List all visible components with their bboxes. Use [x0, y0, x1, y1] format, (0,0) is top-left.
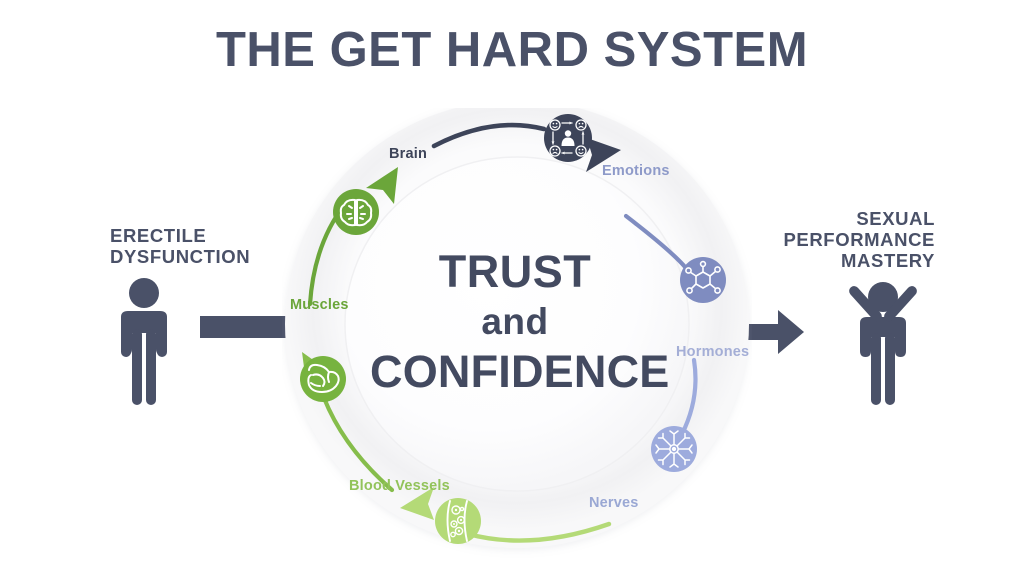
sexual-performance-mastery-caption: SEXUAL PERFORMANCE MASTERY — [783, 208, 935, 271]
center-line-3: CONFIDENCE — [370, 346, 670, 397]
node-label-blood-vessels: Blood Vessels — [349, 478, 450, 494]
center-line-2: and — [481, 301, 549, 342]
node-label-brain: Brain — [389, 146, 428, 162]
bicep-icon — [300, 356, 346, 402]
node-label-emotions: Emotions — [602, 163, 670, 179]
center-message: TRUST and CONFIDENCE — [370, 246, 670, 397]
arc-nerves-to-bloodvessels — [400, 487, 612, 543]
center-line-1: TRUST — [438, 246, 592, 297]
blood-vessel-icon — [435, 498, 481, 544]
brain-icon — [333, 189, 379, 235]
standing-person-icon — [121, 278, 167, 405]
node-label-muscles: Muscles — [290, 297, 349, 313]
node-label-hormones: Hormones — [676, 344, 750, 360]
neuron-icon — [651, 426, 697, 472]
cycle-to-mastery-arrow-icon — [742, 310, 804, 354]
celebrating-person-icon — [849, 282, 917, 405]
arc-brain-to-emotions — [431, 122, 621, 172]
emotions-icon — [544, 114, 592, 162]
arc-hormones-to-nerves — [679, 357, 698, 437]
molecule-icon — [680, 257, 726, 303]
node-label-nerves: Nerves — [589, 495, 639, 511]
ed-to-cycle-arrow-icon — [200, 316, 305, 338]
cycle-ring — [285, 108, 749, 548]
page-title: THE GET HARD SYSTEM — [215, 23, 809, 77]
erectile-dysfunction-caption: ERECTILE DYSFUNCTION — [110, 225, 251, 267]
